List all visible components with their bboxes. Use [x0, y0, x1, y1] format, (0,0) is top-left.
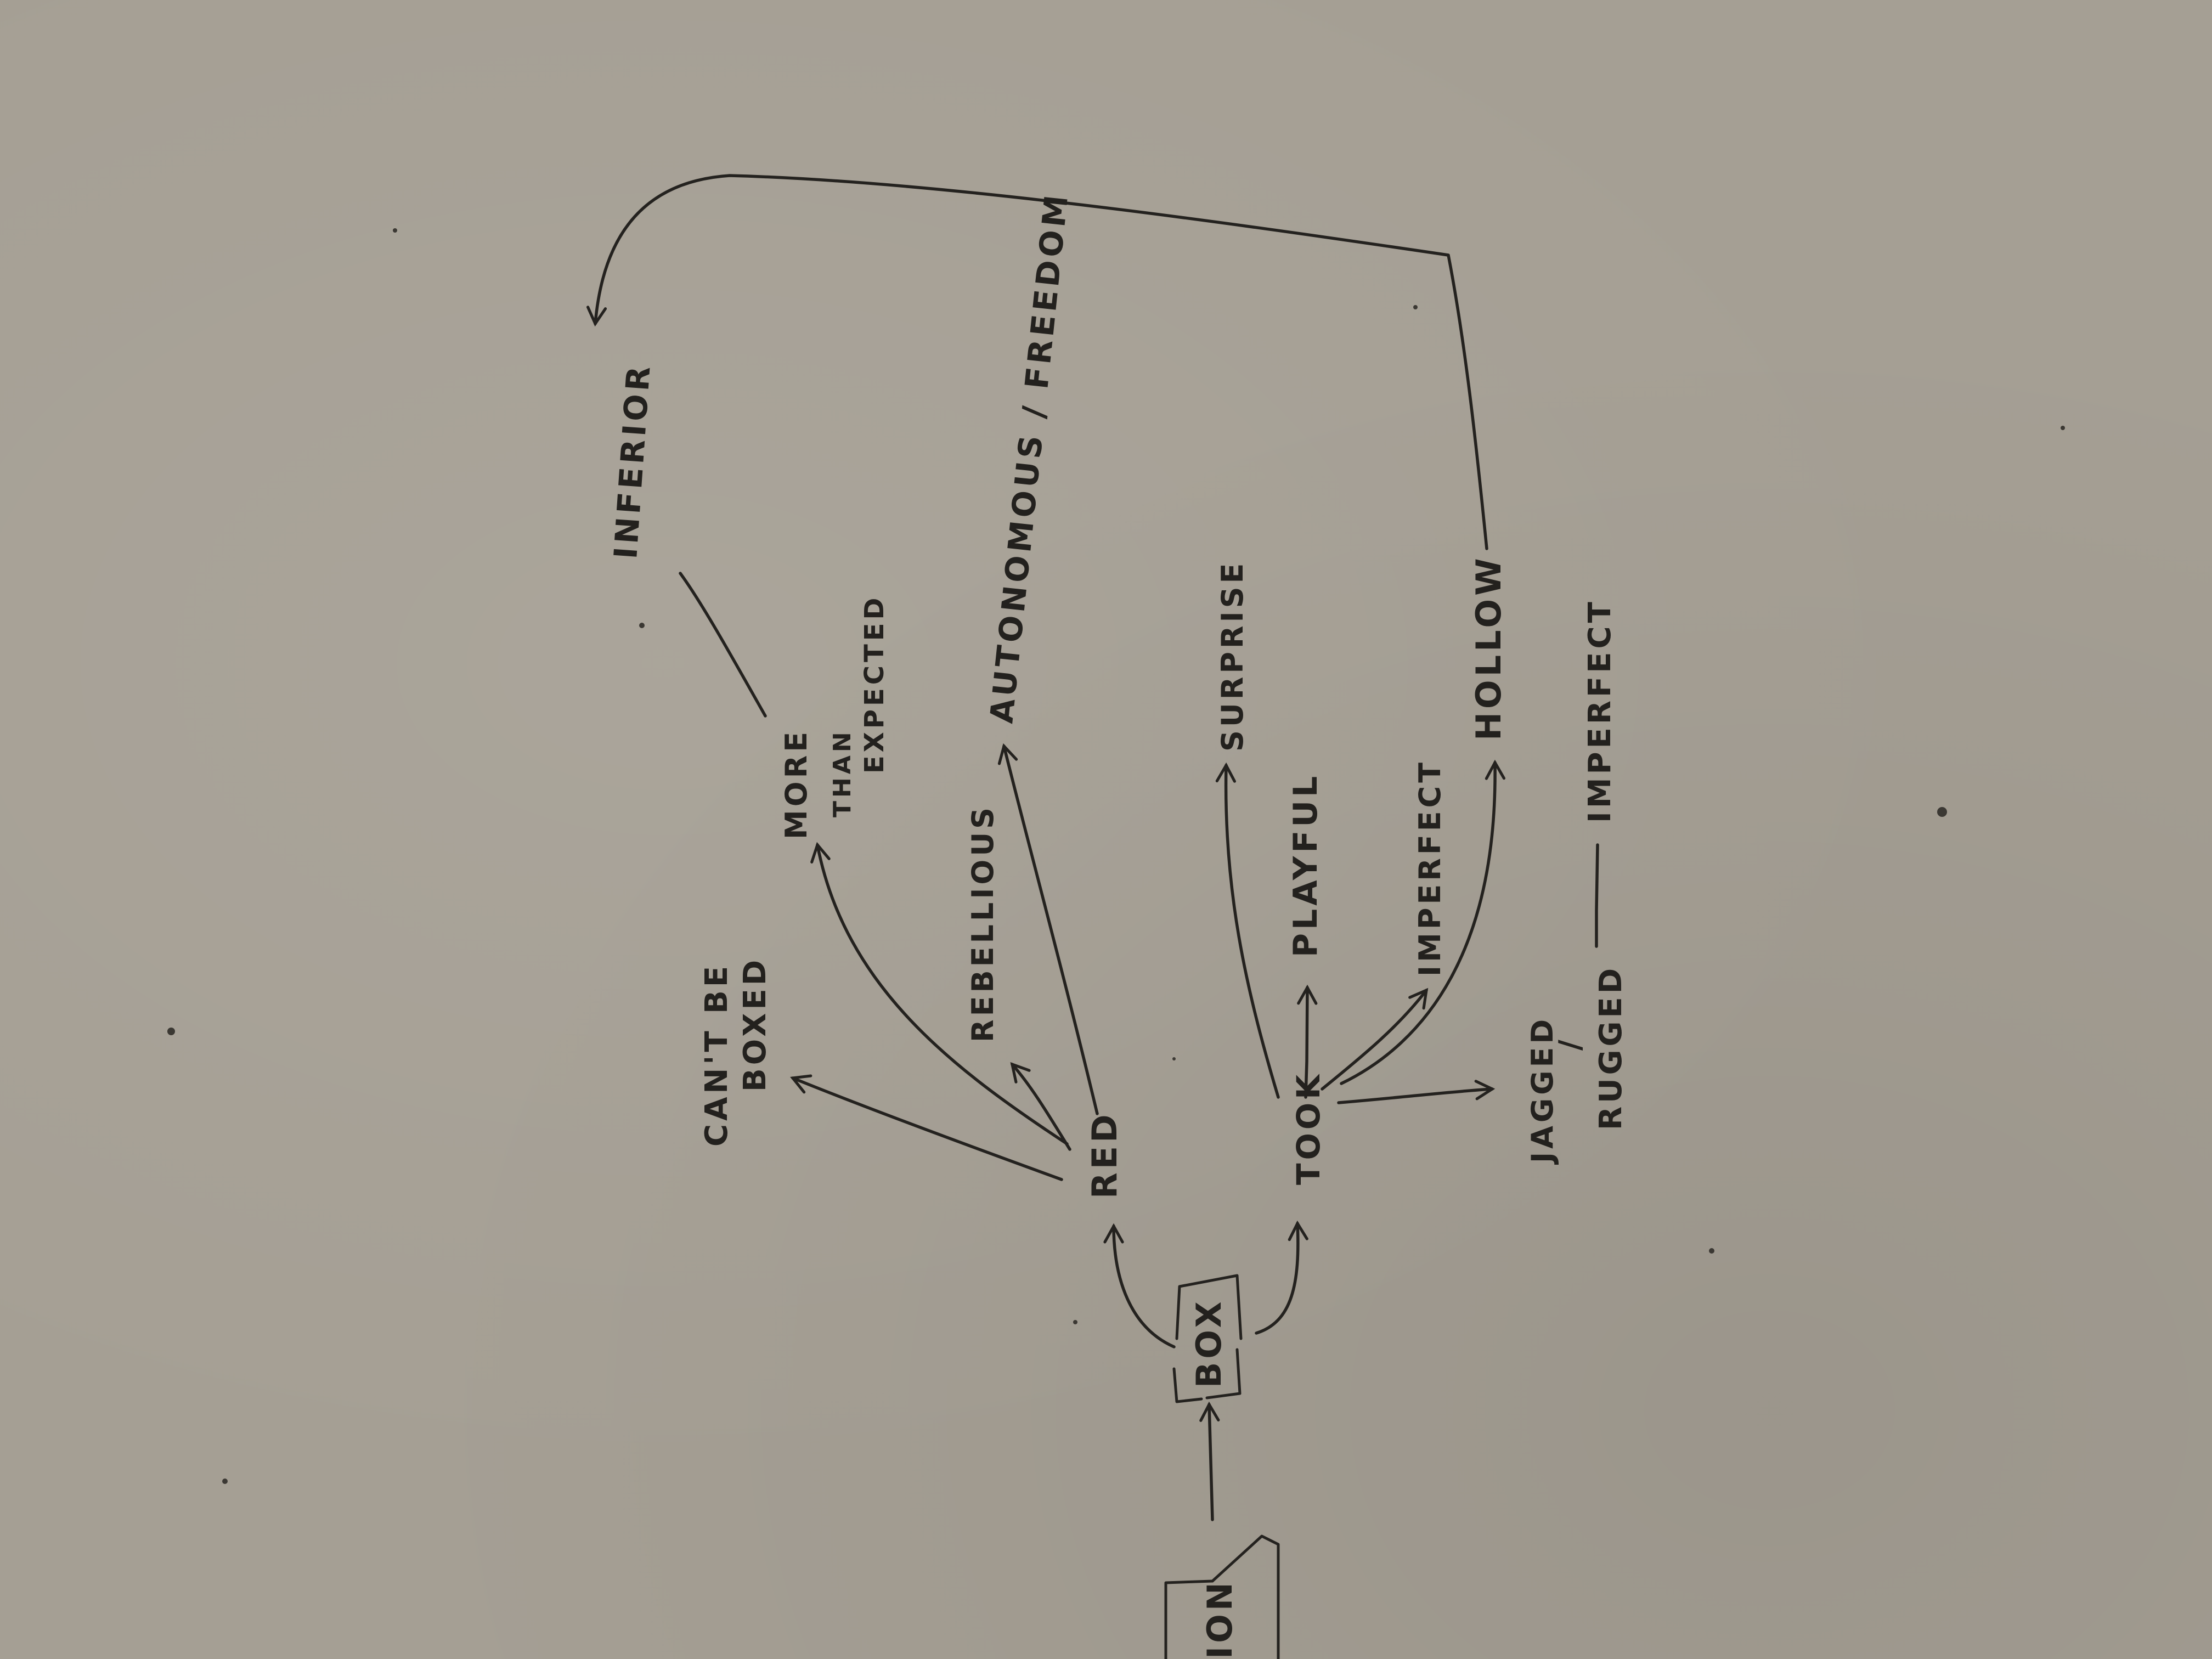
edge-red-rebellious: [1010, 1062, 1071, 1151]
edges: [586, 174, 1599, 1521]
node-box: BOX: [1189, 1298, 1229, 1388]
node-boxed: BOXED: [737, 957, 773, 1092]
node-playful: PLAYFUL: [1286, 773, 1325, 957]
node-surprise: SURPRISE: [1215, 560, 1250, 752]
edge-ion-box: [1199, 1401, 1220, 1521]
node-imperfect-2: IMPERFECT: [1582, 599, 1618, 823]
node-ion: ION: [1200, 1579, 1240, 1659]
node-jagged: JAGGED: [1525, 1016, 1560, 1165]
ion-frame: [1164, 1534, 1280, 1659]
edge-red-cantbe: [790, 1074, 1063, 1181]
labels: ION BOX RED TOOK CAN'T BE BOXED REBELLIO…: [607, 190, 1629, 1659]
node-inferior: INFERIOR: [607, 362, 658, 560]
node-hollow: HOLLOW: [1469, 555, 1509, 741]
node-rebellious: REBELLIOUS: [966, 804, 1000, 1042]
node-imperfect-1: IMPERFECT: [1413, 759, 1447, 977]
edge-red-autonomous: [997, 743, 1099, 1115]
edge-took-jagged: [1337, 1080, 1496, 1104]
paper-speckles: [167, 228, 2065, 1484]
edge-took-playful: [1297, 984, 1318, 1099]
edge-red-more: [810, 842, 1069, 1146]
node-autonomous-freedom: AUTONOMOUS / FREEDOM: [983, 190, 1075, 725]
edge-hollow-inferior: [586, 174, 1488, 550]
edge-took-imperfect1: [1321, 988, 1429, 1091]
node-slash: /: [1553, 1036, 1587, 1051]
edge-box-red: [1103, 1223, 1176, 1348]
edge-took-hollow: [1340, 759, 1506, 1085]
node-more: MORE: [779, 729, 814, 839]
node-took: TOOK: [1290, 1071, 1327, 1185]
node-than: THAN: [828, 729, 856, 817]
node-cant-be: CAN'T BE: [699, 963, 735, 1147]
edge-box-took: [1255, 1220, 1308, 1335]
edge-more-inferior: [679, 572, 767, 718]
node-rugged: RUGGED: [1593, 965, 1629, 1130]
edge-rugged-imperfect2: [1595, 843, 1599, 948]
node-expected: EXPECTED: [859, 595, 890, 774]
edge-took-surprise: [1215, 762, 1280, 1099]
box-frame: [1172, 1274, 1243, 1403]
node-red: RED: [1085, 1111, 1125, 1199]
